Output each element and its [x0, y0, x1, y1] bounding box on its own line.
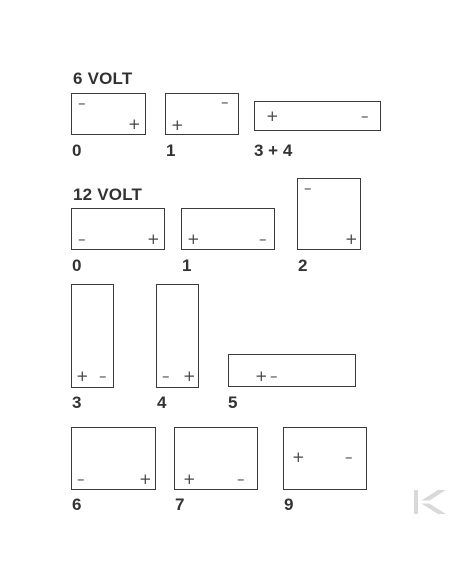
negative-terminal: –: [304, 179, 312, 197]
layout-label: 4: [157, 393, 167, 412]
positive-terminal: +: [266, 107, 279, 125]
battery-12v-layout-2: – +: [297, 178, 361, 250]
layout-label: 7: [175, 495, 185, 514]
negative-terminal: –: [361, 107, 369, 125]
positive-terminal: +: [292, 448, 305, 466]
battery-12v-layout-7: + –: [174, 427, 258, 490]
battery-6v-layout-1: – +: [165, 93, 239, 135]
positive-terminal: +: [345, 230, 358, 248]
positive-terminal: +: [171, 116, 184, 134]
battery-12v-layout-9: + –: [283, 427, 367, 490]
layout-label: 9: [284, 495, 294, 514]
battery-6v-layout-0: – +: [71, 93, 146, 135]
layout-label: 1: [182, 256, 192, 275]
positive-terminal: +: [183, 367, 196, 385]
six-volt-heading: 6 VOLT: [73, 69, 133, 88]
negative-terminal: –: [78, 230, 86, 248]
battery-12v-layout-4: – +: [156, 284, 199, 388]
negative-terminal: –: [162, 367, 170, 385]
negative-terminal: –: [99, 367, 107, 385]
battery-12v-layout-5: + –: [228, 354, 356, 387]
positive-terminal: +: [76, 367, 89, 385]
layout-label: 5: [228, 393, 238, 412]
battery-12v-layout-6: – +: [71, 427, 156, 490]
positive-terminal: +: [183, 470, 196, 488]
positive-terminal: +: [128, 115, 141, 133]
positive-terminal: +: [139, 470, 152, 488]
brand-logo-watermark-icon: [414, 490, 446, 514]
negative-terminal: –: [221, 93, 229, 111]
layout-label: 3: [72, 393, 82, 412]
layout-label: 0: [72, 256, 82, 275]
negative-terminal: –: [259, 230, 267, 248]
layout-label: 2: [298, 256, 308, 275]
battery-12v-layout-1: + –: [181, 208, 275, 250]
layout-label: 3 + 4: [254, 141, 293, 160]
negative-terminal: –: [237, 470, 245, 488]
positive-terminal: +: [187, 230, 200, 248]
negative-terminal: –: [77, 470, 85, 488]
negative-terminal: –: [78, 94, 86, 112]
negative-terminal: –: [270, 367, 278, 385]
battery-12v-layout-3: + –: [71, 284, 114, 388]
layout-label: 1: [166, 141, 176, 160]
layout-label: 0: [72, 141, 82, 160]
twelve-volt-heading: 12 VOLT: [73, 185, 143, 204]
battery-12v-layout-0: – +: [71, 208, 165, 250]
negative-terminal: –: [345, 448, 353, 466]
positive-terminal: +: [147, 230, 160, 248]
layout-label: 6: [72, 495, 82, 514]
battery-6v-layout-3-4: + –: [254, 101, 381, 131]
positive-terminal: +: [255, 367, 268, 385]
